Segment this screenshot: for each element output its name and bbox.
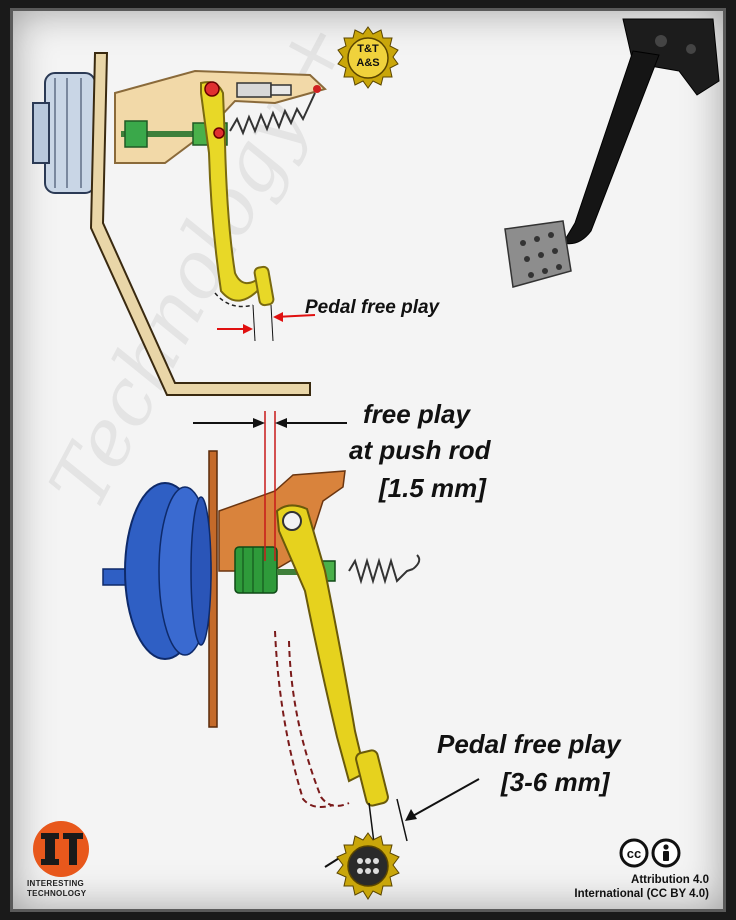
bottom-pedal-arm: [275, 504, 367, 783]
pushrod-dimension-arrows: [193, 418, 347, 428]
brand-badge-line1: T&T: [357, 43, 379, 55]
logo-circle-icon: [33, 821, 89, 877]
top-pushrod-pin: [213, 127, 225, 139]
aftermarket-pedal-image: [504, 18, 720, 288]
top-pedal-pad: [253, 265, 275, 307]
interesting-technology-logo: [33, 821, 89, 877]
svg-text:cc: cc: [627, 846, 641, 861]
brand-badge-top: [337, 26, 399, 89]
pedal-free-play-label-line2: [3-6 mm]: [501, 767, 610, 797]
bottom-ghost-pedal-2: [288, 640, 350, 807]
pushrod-label-line3: [1.5 mm]: [379, 473, 486, 503]
brand-badge-bottom: [336, 832, 400, 900]
pedal-pad-metal: [504, 220, 572, 288]
top-pedal-diagram: [32, 52, 327, 396]
top-rubber-boot: [124, 120, 148, 148]
bottom-pedal-pivot: [282, 511, 302, 531]
top-stop-switch: [236, 82, 292, 98]
top-firewall: [89, 52, 311, 396]
license-line2: International (CC BY 4.0): [574, 888, 709, 900]
cc-icon: [619, 838, 649, 868]
cc-license-icons: cc: [619, 838, 681, 868]
pedal-arm-black: [562, 50, 660, 245]
top-pedal-free-play-label: Pedal free play: [305, 297, 440, 318]
top-pedal-arm: [200, 81, 265, 302]
top-pedal-pivot: [204, 81, 220, 97]
diagram-frame: Technology + Technic + Art & Sport: [10, 8, 726, 912]
top-return-spring: [229, 92, 316, 136]
bottom-ghost-pedal-1: [274, 630, 334, 808]
top-dimension-arrows: [217, 304, 316, 342]
pedal-free-play-label-line1: Pedal free play: [437, 729, 621, 759]
bottom-pedal-diagram: [102, 411, 480, 868]
logo-caption-line2: TECHNOLOGY: [27, 889, 87, 898]
bottom-rubber-boot: [234, 546, 278, 594]
top-pivot-right: [313, 85, 321, 93]
top-ghost-pedal: [214, 292, 254, 308]
pushrod-label-line1: free play: [363, 399, 470, 429]
brand-badge-line2: A&S: [356, 57, 380, 69]
bottom-return-spring: [348, 557, 414, 585]
logo-caption-line1: INTERESTING: [27, 879, 85, 888]
pushrod-label-line2: at push rod: [349, 435, 491, 465]
top-push-rod: [121, 131, 201, 137]
top-brake-booster: [32, 72, 96, 194]
license-line1: Attribution 4.0: [631, 874, 709, 886]
bottom-brake-booster: [102, 482, 212, 660]
pushrod-reference-lines: [264, 411, 276, 561]
bottom-pedal-pad: [355, 749, 389, 807]
